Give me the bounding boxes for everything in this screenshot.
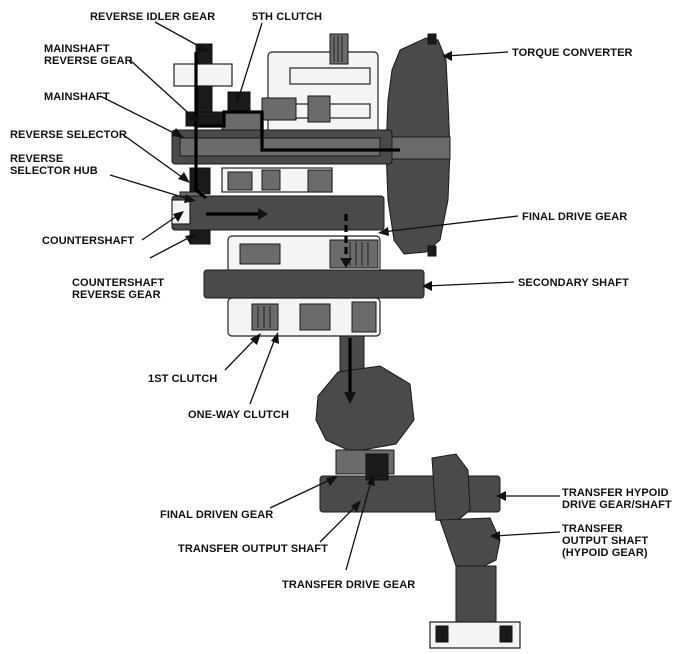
label-torque-converter: TORQUE CONVERTER bbox=[512, 47, 633, 59]
label-transfer-output-shaft: TRANSFER OUTPUT SHAFT bbox=[178, 543, 328, 555]
label-reverse-idler-gear: REVERSE IDLER GEAR bbox=[90, 11, 215, 23]
label-transfer-drive-gear: TRANSFER DRIVE GEAR bbox=[282, 579, 415, 591]
fifth-clutch bbox=[221, 91, 263, 131]
label-mainshaft-reverse-gear-line2: REVERSE GEAR bbox=[44, 55, 133, 67]
label-mainshaft: MAINSHAFT bbox=[44, 91, 110, 103]
label-one-way-clutch: ONE-WAY CLUTCH bbox=[188, 409, 289, 421]
transmission-drawing bbox=[171, 33, 521, 649]
middle-clutch-set bbox=[221, 167, 333, 193]
secondary-shaft bbox=[203, 269, 425, 299]
upper-clutch-housing bbox=[261, 33, 379, 139]
mainshaft bbox=[171, 129, 393, 165]
label-countershaft: COUNTERSHAFT bbox=[42, 235, 134, 247]
label-mainshaft-reverse-gear-line1: MAINSHAFT bbox=[44, 43, 110, 55]
label-transfer-output-hypoid-line2: OUTPUT SHAFT bbox=[562, 535, 648, 547]
label-fifth-clutch: 5TH CLUTCH bbox=[252, 11, 322, 23]
labels: REVERSE IDLER GEAR 5TH CLUTCH MAINSHAFT … bbox=[10, 11, 672, 591]
label-countershaft-reverse-gear-line2: REVERSE GEAR bbox=[72, 289, 161, 301]
leader-lines bbox=[99, 21, 561, 571]
transfer-assembly bbox=[319, 453, 521, 649]
lower-clutch-housing bbox=[227, 297, 381, 337]
label-secondary-shaft: SECONDARY SHAFT bbox=[518, 277, 629, 289]
power-flow-path bbox=[194, 52, 400, 404]
label-first-clutch: 1ST CLUTCH bbox=[148, 373, 217, 385]
label-countershaft-reverse-gear-line1: COUNTERSHAFT bbox=[72, 277, 164, 289]
differential bbox=[315, 335, 415, 475]
label-transfer-output-hypoid-line3: (HYPOID GEAR) bbox=[562, 547, 648, 559]
label-transfer-output-hypoid-line1: TRANSFER bbox=[562, 523, 623, 535]
label-transfer-hypoid-line1: TRANSFER HYPOID bbox=[562, 487, 669, 499]
label-transfer-hypoid-line2: DRIVE GEAR/SHAFT bbox=[562, 499, 672, 511]
secondary-clutch-housing bbox=[227, 235, 381, 273]
label-reverse-selector: REVERSE SELECTOR bbox=[10, 129, 127, 141]
label-reverse-selector-hub-line1: REVERSE bbox=[10, 153, 63, 165]
label-reverse-selector-hub-line2: SELECTOR HUB bbox=[10, 165, 98, 177]
label-final-drive-gear: FINAL DRIVE GEAR bbox=[522, 211, 627, 223]
label-final-driven-gear: FINAL DRIVEN GEAR bbox=[160, 509, 273, 521]
